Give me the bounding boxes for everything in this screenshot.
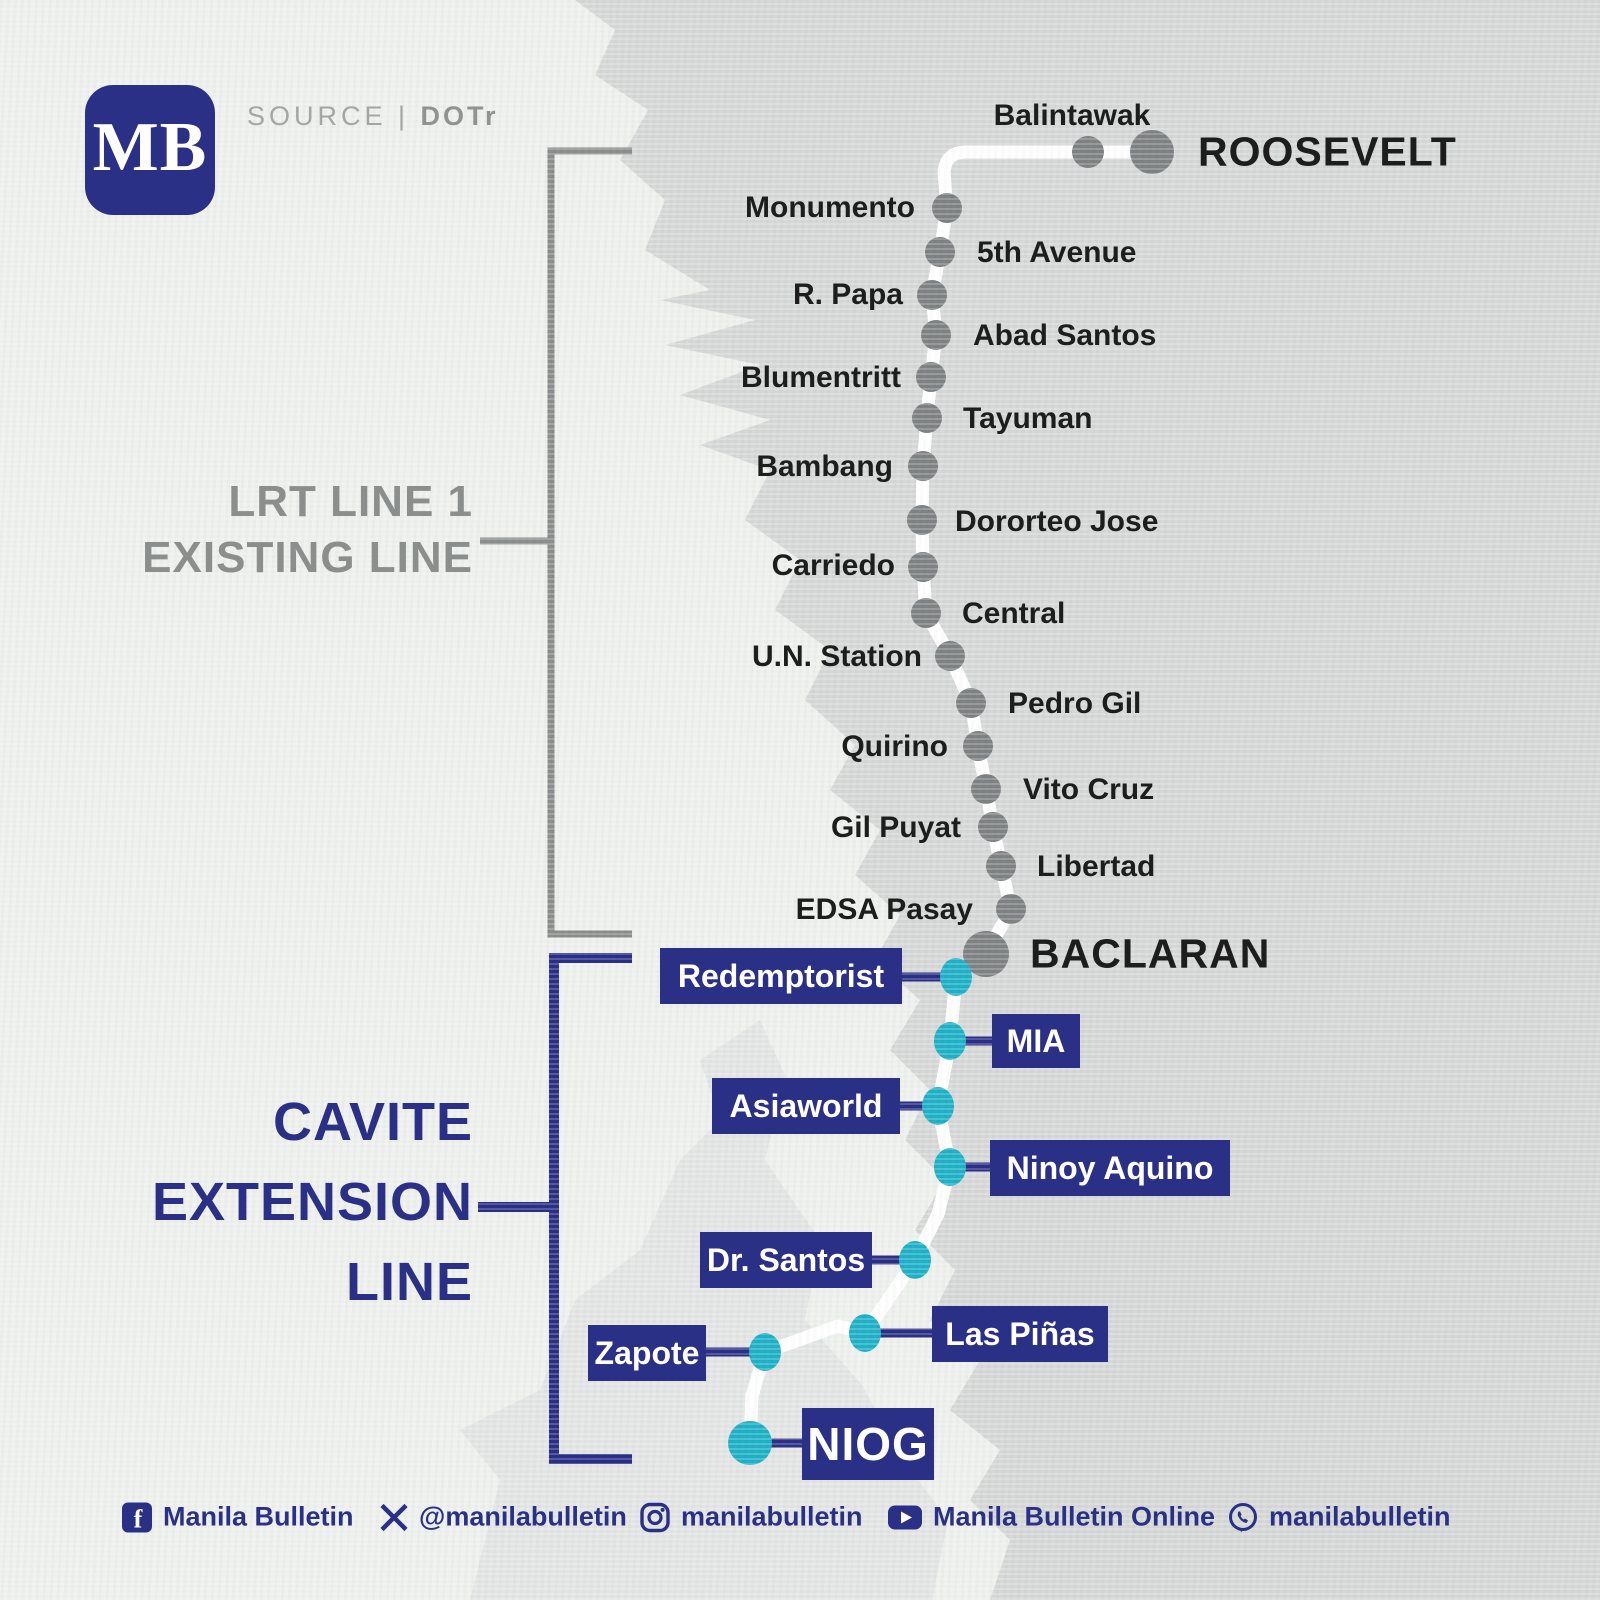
ext-station-box-las-pinas: Las Piñas — [932, 1306, 1108, 1362]
station-label-baclaran: BACLARAN — [1030, 930, 1271, 977]
youtube-icon — [888, 1505, 922, 1529]
source-credit: SOURCE | DOTr — [247, 101, 499, 132]
station-dot-r-papa — [917, 280, 947, 310]
existing-line-bracket — [547, 147, 632, 938]
station-dot-asiaworld — [922, 1087, 954, 1125]
station-label-monumento: Monumento — [745, 191, 915, 224]
station-dot-roosevelt — [1130, 130, 1174, 174]
station-dot-vito-cruz — [971, 774, 1001, 804]
extension-line-title-line1: CAVITE — [272, 1092, 473, 1152]
footer-facebook-handle: Manila Bulletin — [163, 1501, 354, 1532]
x-icon — [380, 1503, 408, 1531]
station-label-tayuman: Tayuman — [963, 402, 1093, 435]
footer-x: @manilabulletin — [380, 1502, 627, 1533]
existing-line-title-line1: LRT LINE 1 — [228, 477, 473, 526]
station-dot-edsa-pasay — [996, 894, 1026, 924]
ext-station-box-mia: MIA — [992, 1014, 1080, 1068]
footer-viber: manilabulletin — [1228, 1502, 1451, 1533]
ext-station-box-niog: NIOG — [802, 1408, 934, 1480]
station-label-abad-santos: Abad Santos — [973, 319, 1157, 352]
ext-station-box-ninoy-aquino: Ninoy Aquino — [990, 1140, 1230, 1196]
station-dot-libertad — [986, 851, 1016, 881]
ext-station-label-las-pinas: Las Piñas — [945, 1315, 1095, 1352]
ext-station-label-zapote: Zapote — [594, 1334, 700, 1371]
land-shape — [575, 0, 1600, 1600]
extension-station-dots — [728, 958, 972, 1465]
station-label-5th-avenue: 5th Avenue — [977, 236, 1137, 269]
station-label-edsa-pasay: EDSA Pasay — [795, 893, 973, 926]
station-label-balintawak: Balintawak — [993, 99, 1151, 132]
station-label-dororteo-jose: Dororteo Jose — [955, 505, 1159, 538]
station-dot-redemptorist — [940, 958, 972, 996]
station-dot-abad-santos — [921, 320, 951, 350]
station-label-carriedo: Carriedo — [771, 549, 895, 582]
station-label-vito-cruz: Vito Cruz — [1023, 773, 1155, 806]
station-dot-monumento — [932, 193, 962, 223]
station-dot-dr-santos — [899, 1241, 931, 1279]
station-label-central: Central — [962, 597, 1066, 630]
station-dot-niog — [728, 1421, 772, 1465]
ext-station-box-redemptorist: Redemptorist — [660, 948, 902, 1004]
ext-station-label-dr-santos: Dr. Santos — [706, 1241, 866, 1278]
station-dot-ninoy-aquino — [934, 1148, 966, 1186]
ext-station-label-mia: MIA — [1006, 1022, 1066, 1059]
ext-station-label-redemptorist: Redemptorist — [677, 957, 885, 994]
source-label: SOURCE | — [247, 101, 410, 131]
ext-station-label-asiaworld: Asiaworld — [729, 1087, 883, 1124]
source-value: DOTr — [420, 101, 499, 131]
station-label-gil-puyat: Gil Puyat — [830, 811, 961, 844]
mb-logo-text: MB — [92, 109, 208, 186]
station-dot-un-station — [935, 641, 965, 671]
station-label-r-papa: R. Papa — [792, 278, 903, 311]
ext-station-box-asiaworld: Asiaworld — [712, 1078, 900, 1134]
station-label-quirino: Quirino — [841, 730, 948, 763]
station-dot-baclaran — [963, 931, 1009, 977]
footer-viber-handle: manilabulletin — [1269, 1501, 1451, 1532]
station-label-bambang: Bambang — [756, 450, 893, 483]
existing-station-dots — [907, 130, 1174, 977]
station-dot-carriedo — [908, 552, 938, 582]
viber-icon — [1229, 1502, 1257, 1532]
extension-line-title: CAVITE EXTENSION LINE — [100, 1082, 473, 1322]
station-label-pedro-gil: Pedro Gil — [1008, 687, 1142, 720]
footer-youtube: Manila Bulletin Online — [888, 1502, 1215, 1533]
station-dot-balintawak — [1072, 136, 1104, 168]
footer-instagram: manilabulletin — [640, 1502, 863, 1533]
instagram-icon — [640, 1502, 670, 1532]
station-dot-quirino — [963, 731, 993, 761]
mb-logo: MB — [85, 85, 215, 215]
station-dot-zapote — [749, 1333, 781, 1371]
station-dot-dororteo-jose — [907, 505, 937, 535]
station-label-blumentritt: Blumentritt — [741, 361, 901, 394]
station-label-roosevelt: ROOSEVELT — [1198, 128, 1457, 175]
footer-instagram-handle: manilabulletin — [681, 1501, 863, 1532]
ext-station-label-ninoy-aquino: Ninoy Aquino — [1006, 1149, 1214, 1186]
station-dot-bambang — [908, 451, 938, 481]
station-dot-las-pinas — [849, 1314, 881, 1352]
footer-x-handle: @manilabulletin — [419, 1501, 627, 1532]
ext-station-box-dr-santos: Dr. Santos — [700, 1232, 872, 1288]
footer-facebook: f Manila Bulletin — [122, 1502, 354, 1533]
station-label-un-station: U.N. Station — [752, 640, 922, 673]
existing-line-title-line2: EXISTING LINE — [142, 533, 473, 582]
station-dot-blumentritt — [916, 362, 946, 392]
svg-text:f: f — [134, 1504, 143, 1532]
extension-line-title-line2: EXTENSION — [151, 1172, 473, 1232]
existing-line-title: LRT LINE 1 EXISTING LINE — [140, 474, 473, 586]
ext-station-box-zapote: Zapote — [588, 1325, 706, 1381]
station-dot-mia — [934, 1022, 966, 1060]
station-dot-central — [911, 598, 941, 628]
station-label-libertad: Libertad — [1037, 850, 1156, 883]
station-dot-5th-avenue — [925, 237, 955, 267]
station-dot-gil-puyat — [978, 812, 1008, 842]
footer-youtube-handle: Manila Bulletin Online — [933, 1501, 1216, 1532]
facebook-icon: f — [122, 1502, 152, 1532]
extension-line-title-line3: LINE — [345, 1252, 473, 1312]
station-dot-pedro-gil — [956, 688, 986, 718]
station-dot-tayuman — [912, 403, 942, 433]
ext-station-label-niog: NIOG — [807, 1418, 929, 1470]
